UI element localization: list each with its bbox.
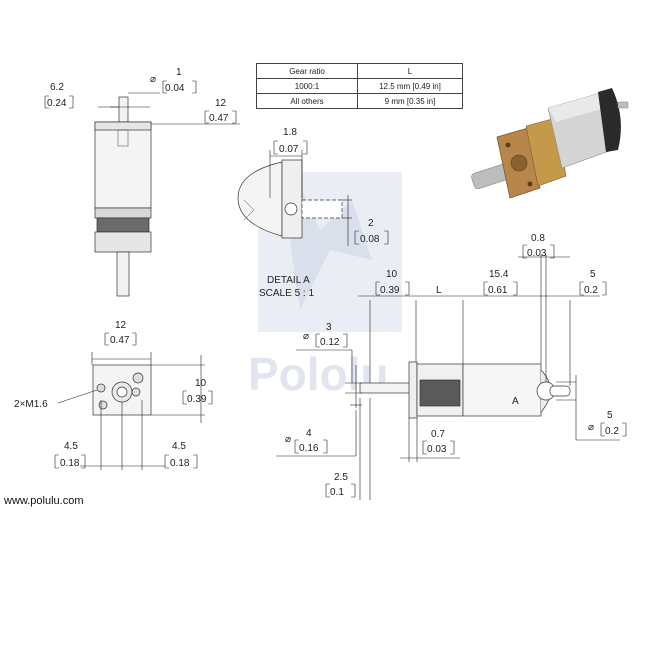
dim-len-tail-mm: 5 <box>590 269 596 280</box>
dim-len-l: L <box>436 285 442 296</box>
side-shaft <box>359 382 417 394</box>
dim-len-motor-in: 0.61 <box>488 285 508 296</box>
front-shaft-hole <box>116 386 128 398</box>
table-header-gear-ratio: Gear ratio <box>256 63 358 79</box>
dim-top-w-mm: 12 <box>215 98 227 109</box>
top-view: 6.2 0.24 ⌀ 1 0.04 12 0.47 <box>44 67 240 297</box>
dim-len-brush-mm: 0.8 <box>531 233 545 244</box>
detail-scale: SCALE 5 : 1 <box>259 288 314 299</box>
dim-tail-dia-mm: 5 <box>607 410 613 421</box>
dim-front-h-in: 0.39 <box>187 394 207 405</box>
dim-off-mm: 2.5 <box>334 472 348 483</box>
dim-detail-h-mm: 2 <box>368 218 374 229</box>
photo-endcap <box>598 88 621 152</box>
mount-hole-left <box>96 383 106 393</box>
side-bracket <box>408 361 418 419</box>
table-cell-ratio: All others <box>256 93 358 109</box>
side-rear-shaft <box>549 385 571 397</box>
table-cell-length: 9 mm [0.35 in] <box>357 93 463 109</box>
mount-screw-right <box>132 372 144 384</box>
photo-bracket-hole <box>510 154 528 172</box>
table-header-row: Gear ratio L <box>256 63 463 79</box>
dim-len-tail-in: 0.2 <box>584 285 598 296</box>
dim-len-shaft-in: 0.39 <box>380 285 400 296</box>
dim-detail-flat-in: 0.07 <box>279 144 299 155</box>
table-cell-ratio: 1000:1 <box>256 78 358 94</box>
table-row: All others 9 mm [0.35 in] <box>256 93 463 109</box>
gear-ratio-table: Gear ratio L 1000:1 12.5 mm [0.49 in] Al… <box>256 63 463 109</box>
dim-detail-h-in: 0.08 <box>360 234 380 245</box>
pololu-watermark: Pololu <box>248 172 402 400</box>
table-header-l: L <box>357 63 463 79</box>
table-row: 1000:1 12.5 mm [0.49 in] <box>256 78 463 94</box>
diameter-symbol-3: ⌀ <box>303 331 309 342</box>
dim-len-shaft-mm: 10 <box>386 269 398 280</box>
dim-flange-in: 0.03 <box>427 444 447 455</box>
dim-shaft-dia-mm: 1 <box>176 67 182 78</box>
dim-shaft4-mm: 4 <box>306 428 312 439</box>
dim-screw-label: 2×M1.6 <box>14 399 48 410</box>
detail-plate <box>281 159 303 239</box>
detail-marker: A <box>512 396 519 407</box>
dim-shaft4-in: 0.16 <box>299 443 319 454</box>
motor-cap-top <box>94 121 152 131</box>
dim-front-w-in: 0.47 <box>110 335 130 346</box>
website-link[interactable]: www.polulu.com <box>4 495 84 507</box>
dim-hole-left-in: 0.18 <box>60 458 80 469</box>
dim-shaft3-mm: 3 <box>326 322 332 333</box>
gearbox-gears <box>96 217 150 233</box>
gearbox-plate-1 <box>94 207 152 219</box>
motor-body-top <box>94 121 152 209</box>
dim-hole-right-mm: 4.5 <box>172 441 186 452</box>
dim-tail-dia-in: 0.2 <box>605 426 619 437</box>
dim-shaft-w-mm: 6.2 <box>50 82 64 93</box>
dim-hole-right-in: 0.18 <box>170 458 190 469</box>
dim-top-w-in: 0.47 <box>209 113 229 124</box>
diameter-symbol-5: ⌀ <box>588 422 594 433</box>
diameter-symbol-4: ⌀ <box>285 434 291 445</box>
top-shaft <box>118 96 129 123</box>
detail-a-view: 1.8 0.07 2 0.08 DETAIL A SCALE 5 : 1 <box>237 127 389 299</box>
dim-front-w-mm: 12 <box>115 320 127 331</box>
detail-hole <box>284 202 298 216</box>
dim-hole-left-mm: 4.5 <box>64 441 78 452</box>
dim-flange-mm: 0.7 <box>431 429 445 440</box>
dim-off-in: 0.1 <box>330 487 344 498</box>
mount-hole-right <box>131 387 141 397</box>
side-gears <box>419 379 461 407</box>
side-motor <box>462 363 542 417</box>
detail-flange <box>237 161 283 237</box>
dim-shaft3-in: 0.12 <box>320 337 340 348</box>
motor-photo <box>471 88 629 199</box>
mount-hole-left-2 <box>98 400 108 410</box>
dim-detail-flat-mm: 1.8 <box>283 127 297 138</box>
side-view: A 10 0.39 L 15.4 0.61 0.8 0.03 5 0.2 ⌀ 3… <box>276 233 627 500</box>
dim-len-brush-in: 0.03 <box>527 248 547 259</box>
dim-len-motor-mm: 15.4 <box>489 269 509 280</box>
front-view: 12 0.47 10 0.39 2×M1.6 4.5 0.18 4.5 0.18 <box>14 320 213 470</box>
diameter-symbol-1: ⌀ <box>150 74 156 85</box>
dim-front-h-mm: 10 <box>195 378 207 389</box>
dim-shaft-w-in: 0.24 <box>47 98 67 109</box>
photo-rear-shaft <box>617 101 629 109</box>
gearbox-plate-2 <box>94 231 152 253</box>
motor-slot <box>117 129 129 147</box>
detail-shaft <box>301 199 343 219</box>
output-shaft-top <box>116 251 130 297</box>
table-cell-length: 12.5 mm [0.49 in] <box>357 78 463 94</box>
detail-title: DETAIL A <box>267 275 310 286</box>
dim-shaft-dia-in: 0.04 <box>165 83 185 94</box>
